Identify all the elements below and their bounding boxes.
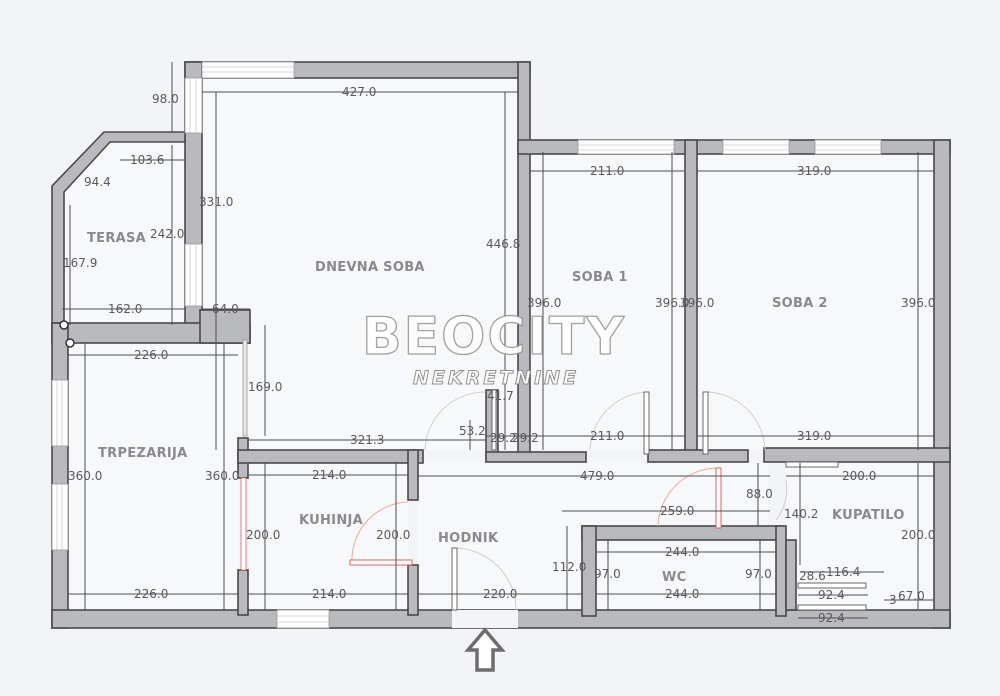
doors	[240, 389, 839, 611]
dim-soba1-top: 211.0	[590, 164, 624, 178]
dim-wc-top: 244.0	[665, 545, 699, 559]
dim-terasa-wall: 64.0	[212, 302, 239, 316]
dim-wc-bottom: 244.0	[665, 587, 699, 601]
dim-kupatilo-corner-small: 3	[889, 593, 897, 607]
dim-kupatilo-corner: 67.0	[898, 589, 925, 603]
dim-wc-right: 97.0	[745, 567, 772, 581]
dim-kupatilo-step-w2: 92.4	[818, 611, 845, 625]
dim-wc-left: 97.0	[594, 567, 621, 581]
dim-dnevna-bottom: 321.3	[350, 433, 384, 447]
dim-kuhinja-top: 214.0	[312, 468, 346, 482]
dim-terasa-top-gap: 98.0	[152, 92, 179, 106]
dim-terasa-left: 167.9	[63, 256, 97, 270]
watermark-brand: BEOCITY	[362, 307, 626, 367]
dim-hodnik-right: 88.0	[746, 487, 773, 501]
dim-kupatilo-right: 200.0	[901, 528, 935, 542]
room-labels: TERASA DNEVNA SOBA SOBA 1 SOBA 2 TRPEZAR…	[87, 231, 905, 585]
watermark-sub: NEKRETNINE	[413, 367, 579, 389]
dim-trpezarija-right: 360.0	[205, 469, 239, 483]
room-label-kuhinja: KUHINJA	[299, 513, 363, 528]
dim-dnevna-right: 446.8	[486, 237, 520, 251]
room-label-wc: WC	[662, 570, 686, 585]
dimension-lines	[62, 62, 934, 619]
dim-kupatilo-step-w1: 92.4	[818, 588, 845, 602]
room-label-soba-1: SOBA 1	[572, 270, 628, 285]
dim-closet-a: 41.7	[487, 389, 514, 403]
wall-node	[59, 320, 69, 330]
room-label-dnevna-soba: DNEVNA SOBA	[315, 260, 425, 275]
dim-dnevna-top: 427.0	[342, 85, 376, 99]
dim-hodnik-top: 479.0	[580, 469, 614, 483]
dim-soba1-right: 396.0	[655, 296, 689, 310]
dimension-labels: 98.0 103.6 94.4 167.9 242.0 162.0 64.0 3…	[63, 85, 935, 625]
dim-kupatilo-step: 28.6	[799, 569, 826, 583]
dim-soba1-left: 396.0	[527, 296, 561, 310]
dim-kuhinja-left: 200.0	[246, 528, 280, 542]
dim-terasa-top: 103.6	[130, 153, 164, 167]
dim-dnevna-opening: 169.0	[248, 380, 282, 394]
dim-kuhinja-right: 200.0	[376, 528, 410, 542]
dim-trpezarija-bottom: 226.0	[134, 587, 168, 601]
dim-dnevna-left: 331.0	[199, 195, 233, 209]
dim-soba1-bottom: 211.0	[590, 429, 624, 443]
dim-terasa-bottom: 162.0	[108, 302, 142, 316]
room-label-kupatilo: KUPATILO	[832, 508, 905, 523]
dim-kupatilo-top: 200.0	[842, 469, 876, 483]
windows	[51, 61, 882, 629]
dim-hodnik-bottom: 220.0	[483, 587, 517, 601]
dim-hodnik-left-wc: 112.0	[552, 560, 586, 574]
dim-closet-d: 29.2	[512, 431, 539, 445]
dim-trpezarija-left: 360.0	[68, 469, 102, 483]
dim-terasa-diag: 94.4	[84, 175, 111, 189]
dim-closet-b: 53.2	[459, 424, 486, 438]
floors	[62, 78, 934, 612]
dim-trpezarija-top: 226.0	[134, 348, 168, 362]
dim-kupatilo-inner: 116.4	[826, 565, 860, 579]
dim-terasa-right: 242.0	[150, 227, 184, 241]
room-label-hodnik: HODNIK	[438, 531, 499, 546]
dim-soba2-bottom: 319.0	[797, 429, 831, 443]
dim-hodnik-wc-run: 259.0	[660, 504, 694, 518]
watermark: BEOCITY NEKRETNINE	[361, 306, 626, 389]
up-arrow-icon	[464, 627, 506, 672]
wall-node	[65, 338, 75, 348]
dim-kuhinja-bottom: 214.0	[312, 587, 346, 601]
dim-soba2-left: 396.0	[680, 296, 714, 310]
dim-kupatilo-left: 140.2	[784, 507, 818, 521]
dim-soba2-top: 319.0	[797, 164, 831, 178]
room-label-trpezarija: TRPEZARIJA	[98, 446, 188, 461]
dim-soba2-right: 396.0	[901, 296, 935, 310]
dim-closet-c: 29.2	[490, 431, 517, 445]
room-label-soba-2: SOBA 2	[772, 296, 828, 311]
room-label-terasa: TERASA	[87, 231, 146, 246]
